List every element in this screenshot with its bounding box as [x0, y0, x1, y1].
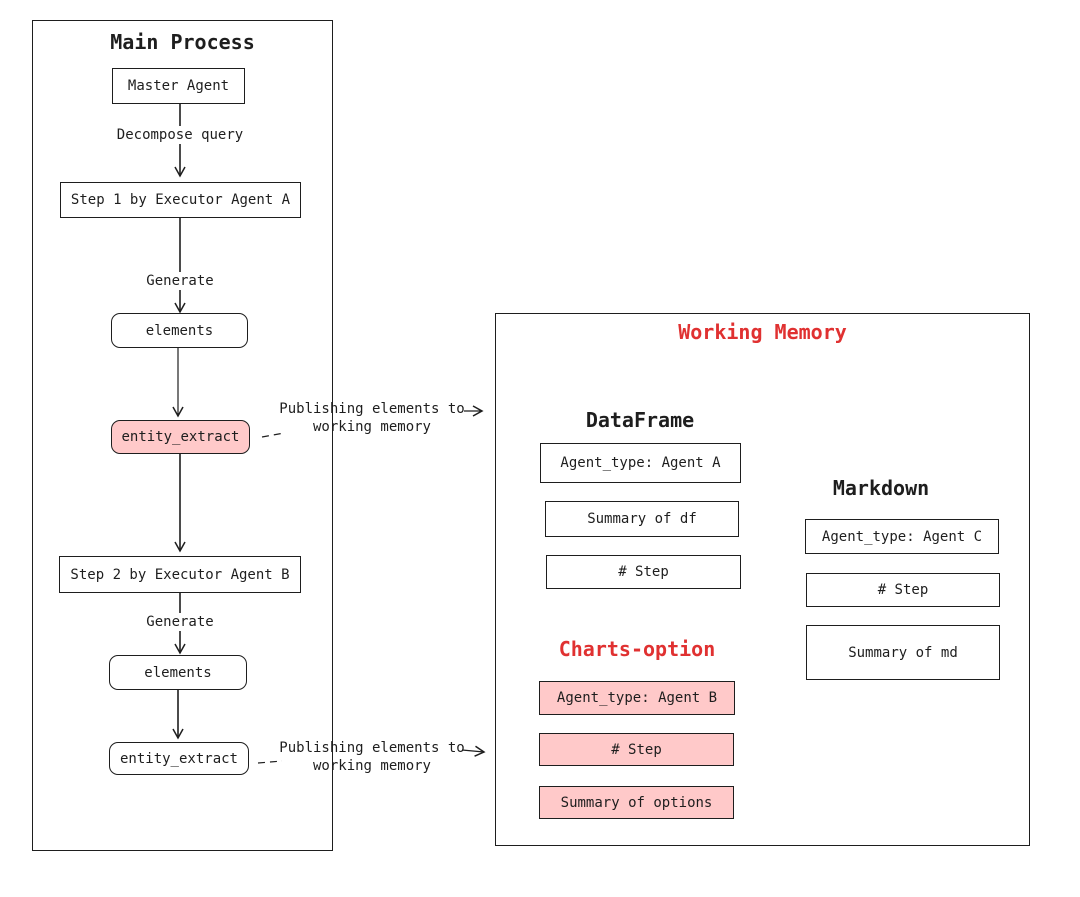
main-process-title: Main Process	[110, 30, 255, 54]
charts-option-title: Charts-option	[558, 637, 716, 661]
markdown-agent-type[interactable]: Agent_type: Agent C	[805, 519, 999, 554]
charts-option-step[interactable]: # Step	[539, 733, 734, 766]
publish-arrow-1-start	[261, 432, 285, 438]
publish-arrow-2-start	[257, 760, 283, 764]
dataframe-agent-type[interactable]: Agent_type: Agent A	[540, 443, 741, 483]
publish-label-2-line2: working memory	[312, 758, 431, 774]
entity-extract-node-1[interactable]: entity_extract	[111, 420, 250, 454]
dataframe-title: DataFrame	[585, 408, 695, 432]
markdown-title: Markdown	[832, 476, 930, 500]
dataframe-summary[interactable]: Summary of df	[545, 501, 739, 537]
main-process-panel	[32, 20, 333, 851]
markdown-step[interactable]: # Step	[806, 573, 1000, 607]
publish-label-1-line1: Publishing elements to	[279, 401, 465, 417]
entity-extract-node-2[interactable]: entity_extract	[109, 742, 249, 775]
charts-option-agent-type[interactable]: Agent_type: Agent B	[539, 681, 735, 715]
publish-label-2-line1: Publishing elements to	[279, 740, 465, 756]
working-memory-panel	[495, 313, 1030, 846]
publish-label-1-line2: working memory	[312, 419, 431, 435]
generate-label-2: Generate	[130, 613, 230, 631]
elements-node-2[interactable]: elements	[109, 655, 247, 690]
elements-node-1[interactable]: elements	[111, 313, 248, 348]
markdown-summary[interactable]: Summary of md	[806, 625, 1000, 680]
working-memory-title: Working Memory	[678, 320, 847, 344]
charts-option-summary[interactable]: Summary of options	[539, 786, 734, 819]
publish-arrow-2-end	[461, 745, 486, 757]
dataframe-step[interactable]: # Step	[546, 555, 741, 589]
step1-node[interactable]: Step 1 by Executor Agent A	[60, 182, 301, 218]
decompose-query-label: Decompose query	[105, 126, 255, 144]
master-agent-node[interactable]: Master Agent	[112, 68, 245, 104]
step2-node[interactable]: Step 2 by Executor Agent B	[59, 556, 301, 593]
generate-label-1: Generate	[130, 272, 230, 290]
publish-label-1: Publishing elements to working memory	[272, 400, 472, 436]
publish-label-2: Publishing elements to working memory	[272, 739, 472, 775]
